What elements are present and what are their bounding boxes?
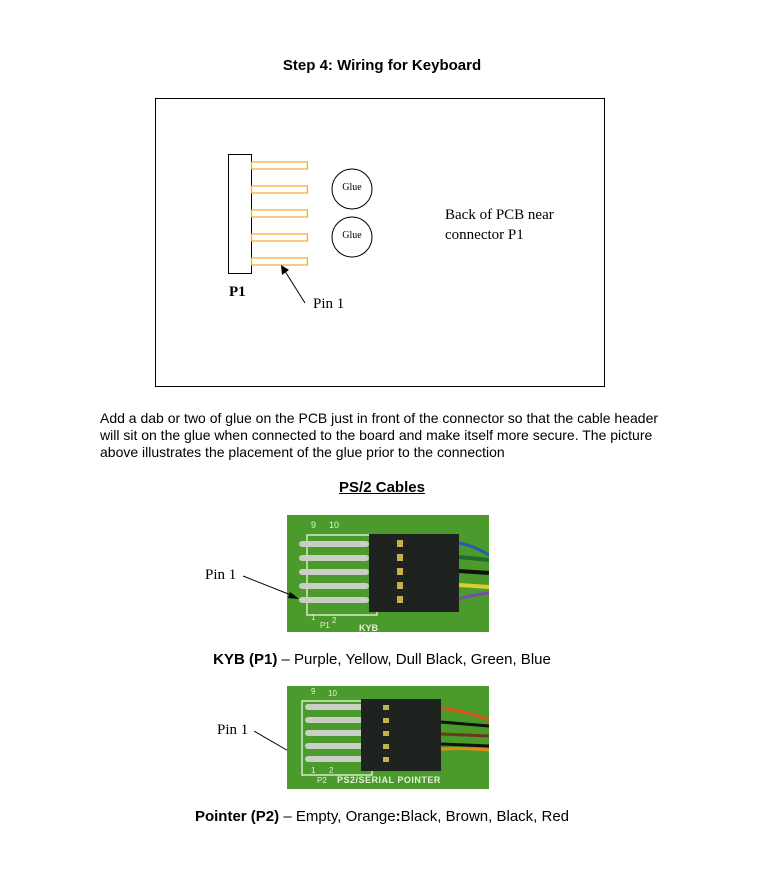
pcb-diagram: Glue Glue P1 Pin 1 Back of PCB near conn… bbox=[0, 0, 764, 400]
section-title: PS/2 Cables bbox=[339, 479, 425, 496]
pointer-photo: 9 10 1 2 P2 PS2/SERIAL POINTER bbox=[287, 686, 489, 789]
pcb-diagram-drawing bbox=[155, 98, 605, 387]
kyb-photo-image bbox=[299, 534, 489, 616]
silkscreen-label: P1 bbox=[320, 621, 330, 630]
silkscreen-label: 9 bbox=[311, 520, 317, 530]
kyb-caption: KYB (P1) – Purple, Yellow, Dull Black, G… bbox=[0, 651, 764, 668]
silkscreen-label: 2 bbox=[329, 766, 334, 775]
pointer-photo-image bbox=[301, 699, 489, 776]
silkscreen-label: 1 bbox=[311, 766, 316, 775]
glue-label: Glue bbox=[342, 182, 362, 193]
pointer-caption: Pointer (P2) – Empty, Orange:Black, Brow… bbox=[0, 808, 764, 825]
glue-dot bbox=[331, 216, 373, 258]
silkscreen-label: 1 bbox=[311, 613, 316, 622]
silkscreen-label: P2 bbox=[317, 776, 327, 785]
pin1-label: Pin 1 bbox=[313, 296, 345, 312]
diagram-note: connector P1 bbox=[445, 227, 524, 243]
caption-colors: Black, Brown, Black, Red bbox=[400, 808, 570, 825]
silkscreen-label: PS2/SERIAL POINTER bbox=[337, 775, 441, 785]
pin bbox=[250, 233, 309, 242]
silkscreen-label: KYB bbox=[359, 623, 379, 632]
glue-label: Glue bbox=[342, 230, 362, 241]
pin bbox=[250, 209, 309, 218]
pin bbox=[250, 185, 309, 194]
pin bbox=[250, 257, 309, 266]
caption-colors: – Purple, Yellow, Dull Black, Green, Blu… bbox=[277, 651, 551, 668]
pin1-label: Pin 1 bbox=[205, 567, 237, 583]
connector-label: P1 bbox=[229, 284, 246, 300]
instructions-paragraph: Add a dab or two of glue on the PCB just… bbox=[100, 410, 659, 460]
pin1-label: Pin 1 bbox=[217, 722, 249, 738]
caption-colon: : bbox=[395, 808, 401, 825]
page-title: Step 4: Wiring for Keyboard bbox=[282, 57, 482, 74]
caption-colors: – Empty, Orange bbox=[279, 808, 396, 825]
arrowhead-icon bbox=[281, 265, 289, 275]
diagram-frame bbox=[155, 98, 605, 387]
silkscreen-label: 9 bbox=[311, 687, 316, 696]
silkscreen-label: 10 bbox=[329, 520, 340, 530]
pin1-arrow bbox=[282, 267, 306, 304]
caption-label: Pointer (P2) bbox=[194, 808, 280, 825]
caption-label: KYB (P1) bbox=[213, 651, 278, 668]
glue-dot bbox=[331, 168, 373, 210]
connector-pins bbox=[250, 161, 309, 266]
kyb-photo: 9 10 1 2 P1 KYB bbox=[287, 515, 489, 632]
pin bbox=[250, 161, 309, 170]
silkscreen-label: 10 bbox=[328, 689, 337, 698]
connector-body bbox=[228, 154, 252, 274]
silkscreen-label: 2 bbox=[332, 616, 337, 625]
diagram-note: Back of PCB near bbox=[445, 207, 554, 223]
